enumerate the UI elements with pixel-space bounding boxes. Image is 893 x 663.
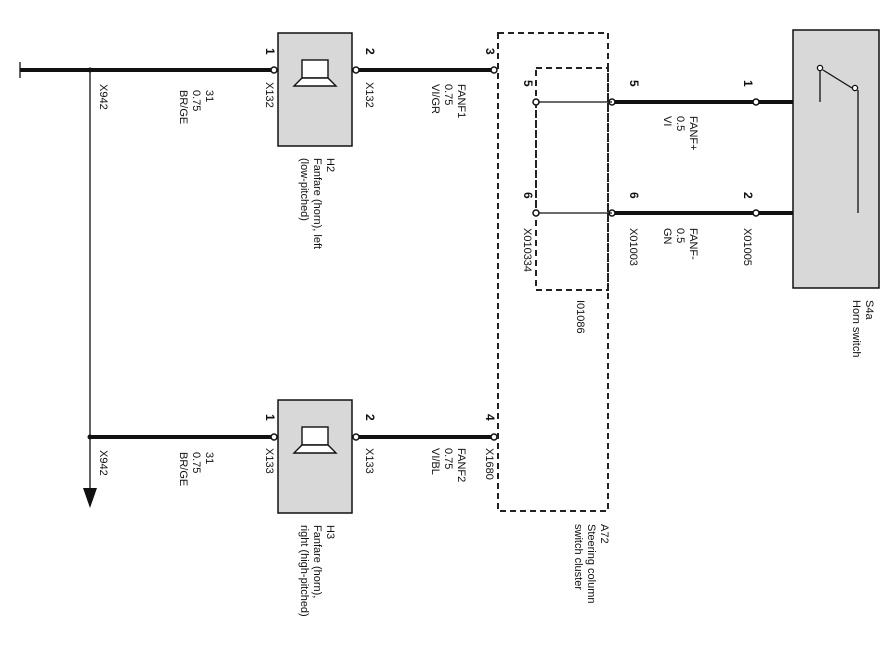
s4a-pin2: 2: [741, 192, 755, 199]
a72-conn4: X1680: [483, 448, 495, 480]
s4a-pin1: 1: [741, 80, 755, 87]
h3-name: Fanfare (horn),: [311, 525, 323, 598]
a72-id: A72: [598, 524, 610, 544]
h3-conn-a: X133: [263, 448, 275, 474]
a72-name-line2: switch cluster: [572, 524, 584, 590]
fanf2-color: VI/BL: [429, 448, 441, 475]
h3-box: [277, 399, 353, 514]
switch-contact-icon: [816, 64, 859, 213]
a72-inner-id: I01086: [574, 300, 586, 334]
s4a-name: Horn switch: [850, 300, 862, 357]
component-h3: 1 X133 2 X133 H3 Fanfare (horn), right (…: [263, 399, 377, 617]
ground-bottom-labels: X942 31 0.75 BR/GE: [97, 450, 215, 486]
terminal-h3-1: [270, 433, 278, 441]
h2-pin-b: 2: [363, 48, 377, 55]
fanf1-size: 0.75: [442, 84, 454, 105]
h3-id: H3: [324, 525, 336, 539]
component-s4a: 1 2 X01005 S4a Horn switch: [741, 29, 880, 357]
horn-speaker-icon: [292, 426, 338, 454]
fanf-minus-color: GN: [661, 228, 673, 245]
fanf1-color: VI/GR: [429, 84, 441, 114]
a72-box: [497, 32, 609, 512]
terminal-s4a-2: [752, 209, 760, 217]
h2-name: Fanfare (horn), left: [311, 158, 323, 249]
s4a-id: S4a: [863, 300, 875, 320]
a72-inner-pin6: 6: [521, 192, 535, 199]
h3-pin-a: 1: [263, 414, 277, 421]
fanf1-name: FANF1: [455, 84, 467, 118]
terminal-a72-3: [490, 66, 498, 74]
ground-top-connector: X942: [97, 84, 109, 110]
ground-top-wire: 31: [203, 90, 215, 102]
h2-box: [277, 32, 353, 147]
h3-pin-b: 2: [363, 414, 377, 421]
a72-out-conn: X01003: [627, 228, 639, 266]
ground-bottom-connector: X942: [97, 450, 109, 476]
terminal-s4a-1: [752, 98, 760, 106]
h2-desc: (low-pitched): [298, 158, 310, 221]
s4a-box: [792, 29, 880, 289]
terminal-inner-6: [532, 209, 540, 217]
ground-top-labels: X942 31 0.75 BR/GE: [97, 84, 215, 124]
wires: [20, 68, 858, 439]
ground-top-size: 0.75: [190, 90, 202, 111]
fanf2-name: FANF2: [455, 448, 467, 482]
ground-bottom-size: 0.75: [190, 452, 202, 473]
wire-fanf-plus-labels: FANF+ 0.5 VI: [661, 116, 699, 151]
fanf-minus-size: 0.5: [674, 228, 686, 243]
wire-fanf1-labels: FANF1 0.75 VI/GR: [429, 84, 467, 118]
fanf-plus-name: FANF+: [687, 116, 699, 151]
a72-inner-box: [535, 67, 609, 291]
fanf-plus-color: VI: [661, 116, 673, 126]
a72-out-pin5: 5: [627, 80, 641, 87]
ground-bottom-color: BR/GE: [177, 452, 189, 486]
terminal-h2-2: [352, 66, 360, 74]
a72-inner-conn: X010334: [521, 228, 533, 272]
a72-inner-pin5: 5: [521, 80, 535, 87]
a72-out-pin6: 6: [627, 192, 641, 199]
fanf-plus-size: 0.5: [674, 116, 686, 131]
s4a-conn: X01005: [741, 228, 753, 266]
fanf-minus-name: FANF-: [687, 228, 699, 260]
a72-name-line1: Steering column: [585, 524, 597, 604]
h3-desc: right (high-pitched): [298, 525, 310, 617]
wire-fanf2-labels: FANF2 0.75 VI/BL: [429, 448, 467, 482]
ground-arrow-icon: [83, 488, 97, 508]
a72-pin4: 4: [483, 414, 497, 421]
h2-pin-a: 1: [263, 48, 277, 55]
wire-fanf-minus-labels: FANF- 0.5 GN: [661, 228, 699, 260]
h2-conn-b: X132: [363, 82, 375, 108]
horn-speaker-icon: [292, 59, 338, 87]
terminals: [270, 66, 760, 441]
component-h2: 1 X132 2 X132 H2 Fanfare (horn), left (l…: [263, 32, 377, 249]
terminal-a72-4: [490, 433, 498, 441]
h3-conn-b: X133: [363, 448, 375, 474]
ground-bottom-wire: 31: [203, 452, 215, 464]
terminal-h2-1: [270, 66, 278, 74]
a72-pin3: 3: [483, 48, 497, 55]
ground-top-color: BR/GE: [177, 90, 189, 124]
h2-id: H2: [324, 158, 336, 172]
terminal-h3-2: [352, 433, 360, 441]
ground-section: [19, 62, 97, 508]
h2-conn-a: X132: [263, 82, 275, 108]
terminal-inner-5: [532, 98, 540, 106]
component-a72: 3 4 X1680 5 6 X010334 I01086 5 6 X01003 …: [483, 32, 641, 604]
fanf2-size: 0.75: [442, 448, 454, 469]
